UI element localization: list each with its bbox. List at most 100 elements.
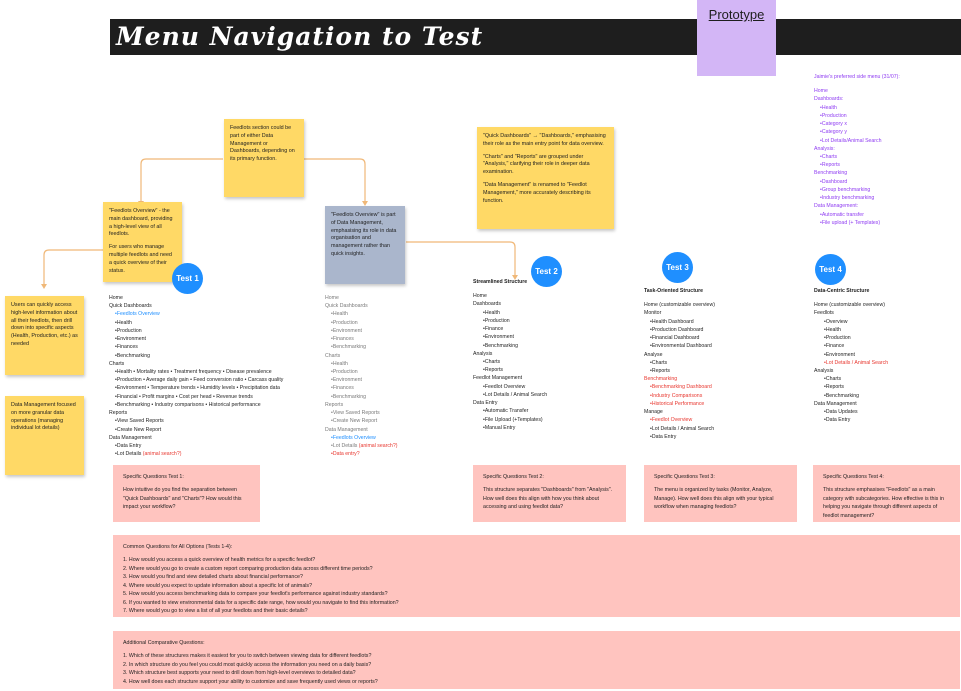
menu-item: Dashboards: — [814, 96, 844, 103]
menu-item: Home — [109, 295, 123, 301]
question-item: 6. If you wanted to view environmental d… — [123, 599, 399, 606]
menu-item: Data entry? — [325, 450, 397, 458]
menu-item: Data Entry — [814, 416, 888, 424]
menu-item: Reports — [473, 366, 547, 374]
page-title: Menu Navigation to Test — [116, 22, 484, 51]
menu-item: Reports — [325, 401, 344, 408]
note-text: Users can quickly access high-level info… — [11, 302, 78, 348]
menu-item: Analysis — [473, 350, 493, 357]
question-item: 7. Where would you go to view a list of … — [123, 608, 308, 615]
menu-item: Lot Details (animal search?) — [325, 442, 398, 450]
menu-item: Automatic transfer — [814, 211, 900, 219]
question-item: 4. How well does each structure support … — [123, 678, 378, 685]
menu-item: Historical Performance — [644, 400, 715, 408]
menu-item: Production — [814, 112, 900, 120]
menu-item: Home (customizable overview) — [644, 302, 715, 309]
jaimie-side-menu: Jaimie's preferred side menu (31/07): Ho… — [814, 73, 900, 227]
card-title: Specific Questions Test 2: — [483, 474, 544, 480]
note-text: "Data Management" is renamed to "Feedlot… — [483, 182, 591, 204]
connector-to-overview-main — [140, 158, 223, 202]
menu-item: Data Management: — [814, 203, 859, 210]
menu-item: Data Entry — [109, 442, 283, 450]
menu-item: Benchmarking — [644, 376, 678, 383]
menu-item: Benchmarking Dashboard — [644, 383, 715, 391]
test4-menu: Data-Centric Structure Home (customizabl… — [814, 287, 888, 425]
menu-item: Feedlots Overview — [325, 434, 397, 442]
menu-item: Production — [814, 334, 888, 342]
menu-item: Finances — [325, 384, 397, 392]
questions-test2-card: Specific Questions Test 2: This structur… — [473, 465, 626, 522]
question-item: 2. In which structure do you feel you co… — [123, 661, 372, 668]
menu-item: Quick Dashboards — [109, 303, 152, 310]
menu-item: Automatic Transfer — [473, 407, 547, 415]
question-item: 3. Which structure best supports your ne… — [123, 670, 356, 677]
test1-menu: Home Quick Dashboards Feedlots Overview … — [109, 294, 283, 458]
question-item: 4. Where would you expect to update info… — [123, 582, 313, 589]
menu-item: Lot Details / Animal Search — [473, 391, 547, 399]
menu-item: Production — [325, 319, 397, 327]
test2-menu: Streamlined Structure Home Dashboards He… — [473, 278, 547, 432]
test1-alt-menu: Home Quick Dashboards Health Production … — [325, 294, 397, 458]
note-text: "Feedlots Overview" is part of Data Mana… — [331, 212, 397, 258]
menu-item: Home — [814, 88, 828, 95]
note-overview-main: "Feedlots Overview" - the main dashboard… — [103, 202, 182, 282]
menu-item: Monitor — [644, 310, 662, 317]
menu-item: Charts — [644, 359, 715, 367]
menu-item: Home (customizable overview) — [814, 302, 885, 309]
menu-item: Health Dashboard — [644, 318, 715, 326]
menu-item: Feedlot Overview — [644, 416, 715, 424]
menu-item: Feedlot Overview — [473, 383, 547, 391]
menu-item: Lot Details/Animal Search — [814, 137, 900, 145]
card-text: This structure emphasises "Feedlots" as … — [823, 487, 944, 519]
menu-item: Environment — [814, 351, 888, 359]
question-item: 1. Which of these structures makes it ea… — [123, 653, 372, 660]
test1-badge: Test 1 — [172, 263, 203, 294]
menu-item: Industry benchmarking — [814, 194, 900, 202]
additional-questions-list: 1. Which of these structures makes it ea… — [123, 652, 950, 686]
menu-item-note: (animal search?) — [358, 442, 398, 449]
menu-item: Production — [473, 317, 547, 325]
menu-item: Health — [814, 326, 888, 334]
menu-item: Production — [325, 368, 397, 376]
menu-item: Financial Dashboard — [644, 334, 715, 342]
card-title: Specific Questions Test 3: — [654, 474, 715, 480]
menu-item: Benchmarking • Industry comparisons • Hi… — [109, 401, 283, 409]
menu-item: Manage — [644, 409, 663, 416]
menu-item: Finance — [473, 325, 547, 333]
menu-item: Benchmarking — [109, 352, 283, 360]
note-overview-data-management: "Feedlots Overview" is part of Data Mana… — [325, 206, 405, 284]
menu-item: Environment — [325, 376, 397, 384]
menu-item: Group benchmarking — [814, 186, 900, 194]
menu-item: Reports — [109, 410, 128, 417]
note-text: Data Management focused on more granular… — [11, 402, 76, 432]
common-questions-list: 1. How would you access a quick overview… — [123, 556, 950, 615]
card-title: Specific Questions Test 1: — [123, 474, 184, 480]
menu-item: Environment — [109, 335, 283, 343]
card-text: The menu is organized by tasks (Monitor,… — [654, 487, 774, 511]
structure-title: Data-Centric Structure — [814, 288, 870, 294]
menu-item: Health • Mortality rates • Treatment fre… — [109, 368, 283, 376]
structure-title: Task-Oriented Structure — [644, 288, 703, 294]
menu-item: Quick Dashboards — [325, 303, 368, 310]
menu-item: Financial • Profit margins • Cost per he… — [109, 393, 283, 401]
menu-item-label: Lot Details — [332, 442, 358, 449]
panel-title: Additional Comparative Questions: — [123, 640, 205, 646]
test4-badge: Test 4 — [815, 254, 846, 285]
note-left-data-management: Data Management focused on more granular… — [5, 396, 84, 475]
menu-item: View Saved Reports — [325, 409, 397, 417]
connector-to-left-note — [43, 249, 103, 285]
menu-item: Benchmarking — [814, 392, 888, 400]
card-text: How intuitive do you find the separation… — [123, 487, 242, 511]
menu-item: Benchmarking — [814, 170, 848, 177]
menu-item: Charts — [325, 352, 341, 359]
prototype-link[interactable]: Prototype — [708, 7, 765, 22]
connector-to-overview-dm — [304, 158, 366, 202]
menu-item: Data Updates — [814, 408, 888, 416]
note-feedlots-section: Feedlots section could be part of either… — [224, 119, 304, 197]
note-text: "Quick Dashboards" → "Dashboards," empha… — [483, 133, 606, 147]
questions-test1-card: Specific Questions Test 1: How intuitive… — [113, 465, 260, 522]
card-title: Specific Questions Test 4: — [823, 474, 884, 480]
note-test2-changes: "Quick Dashboards" → "Dashboards," empha… — [477, 127, 614, 229]
menu-item: Reports — [644, 367, 715, 375]
test2-badge: Test 2 — [531, 256, 562, 287]
